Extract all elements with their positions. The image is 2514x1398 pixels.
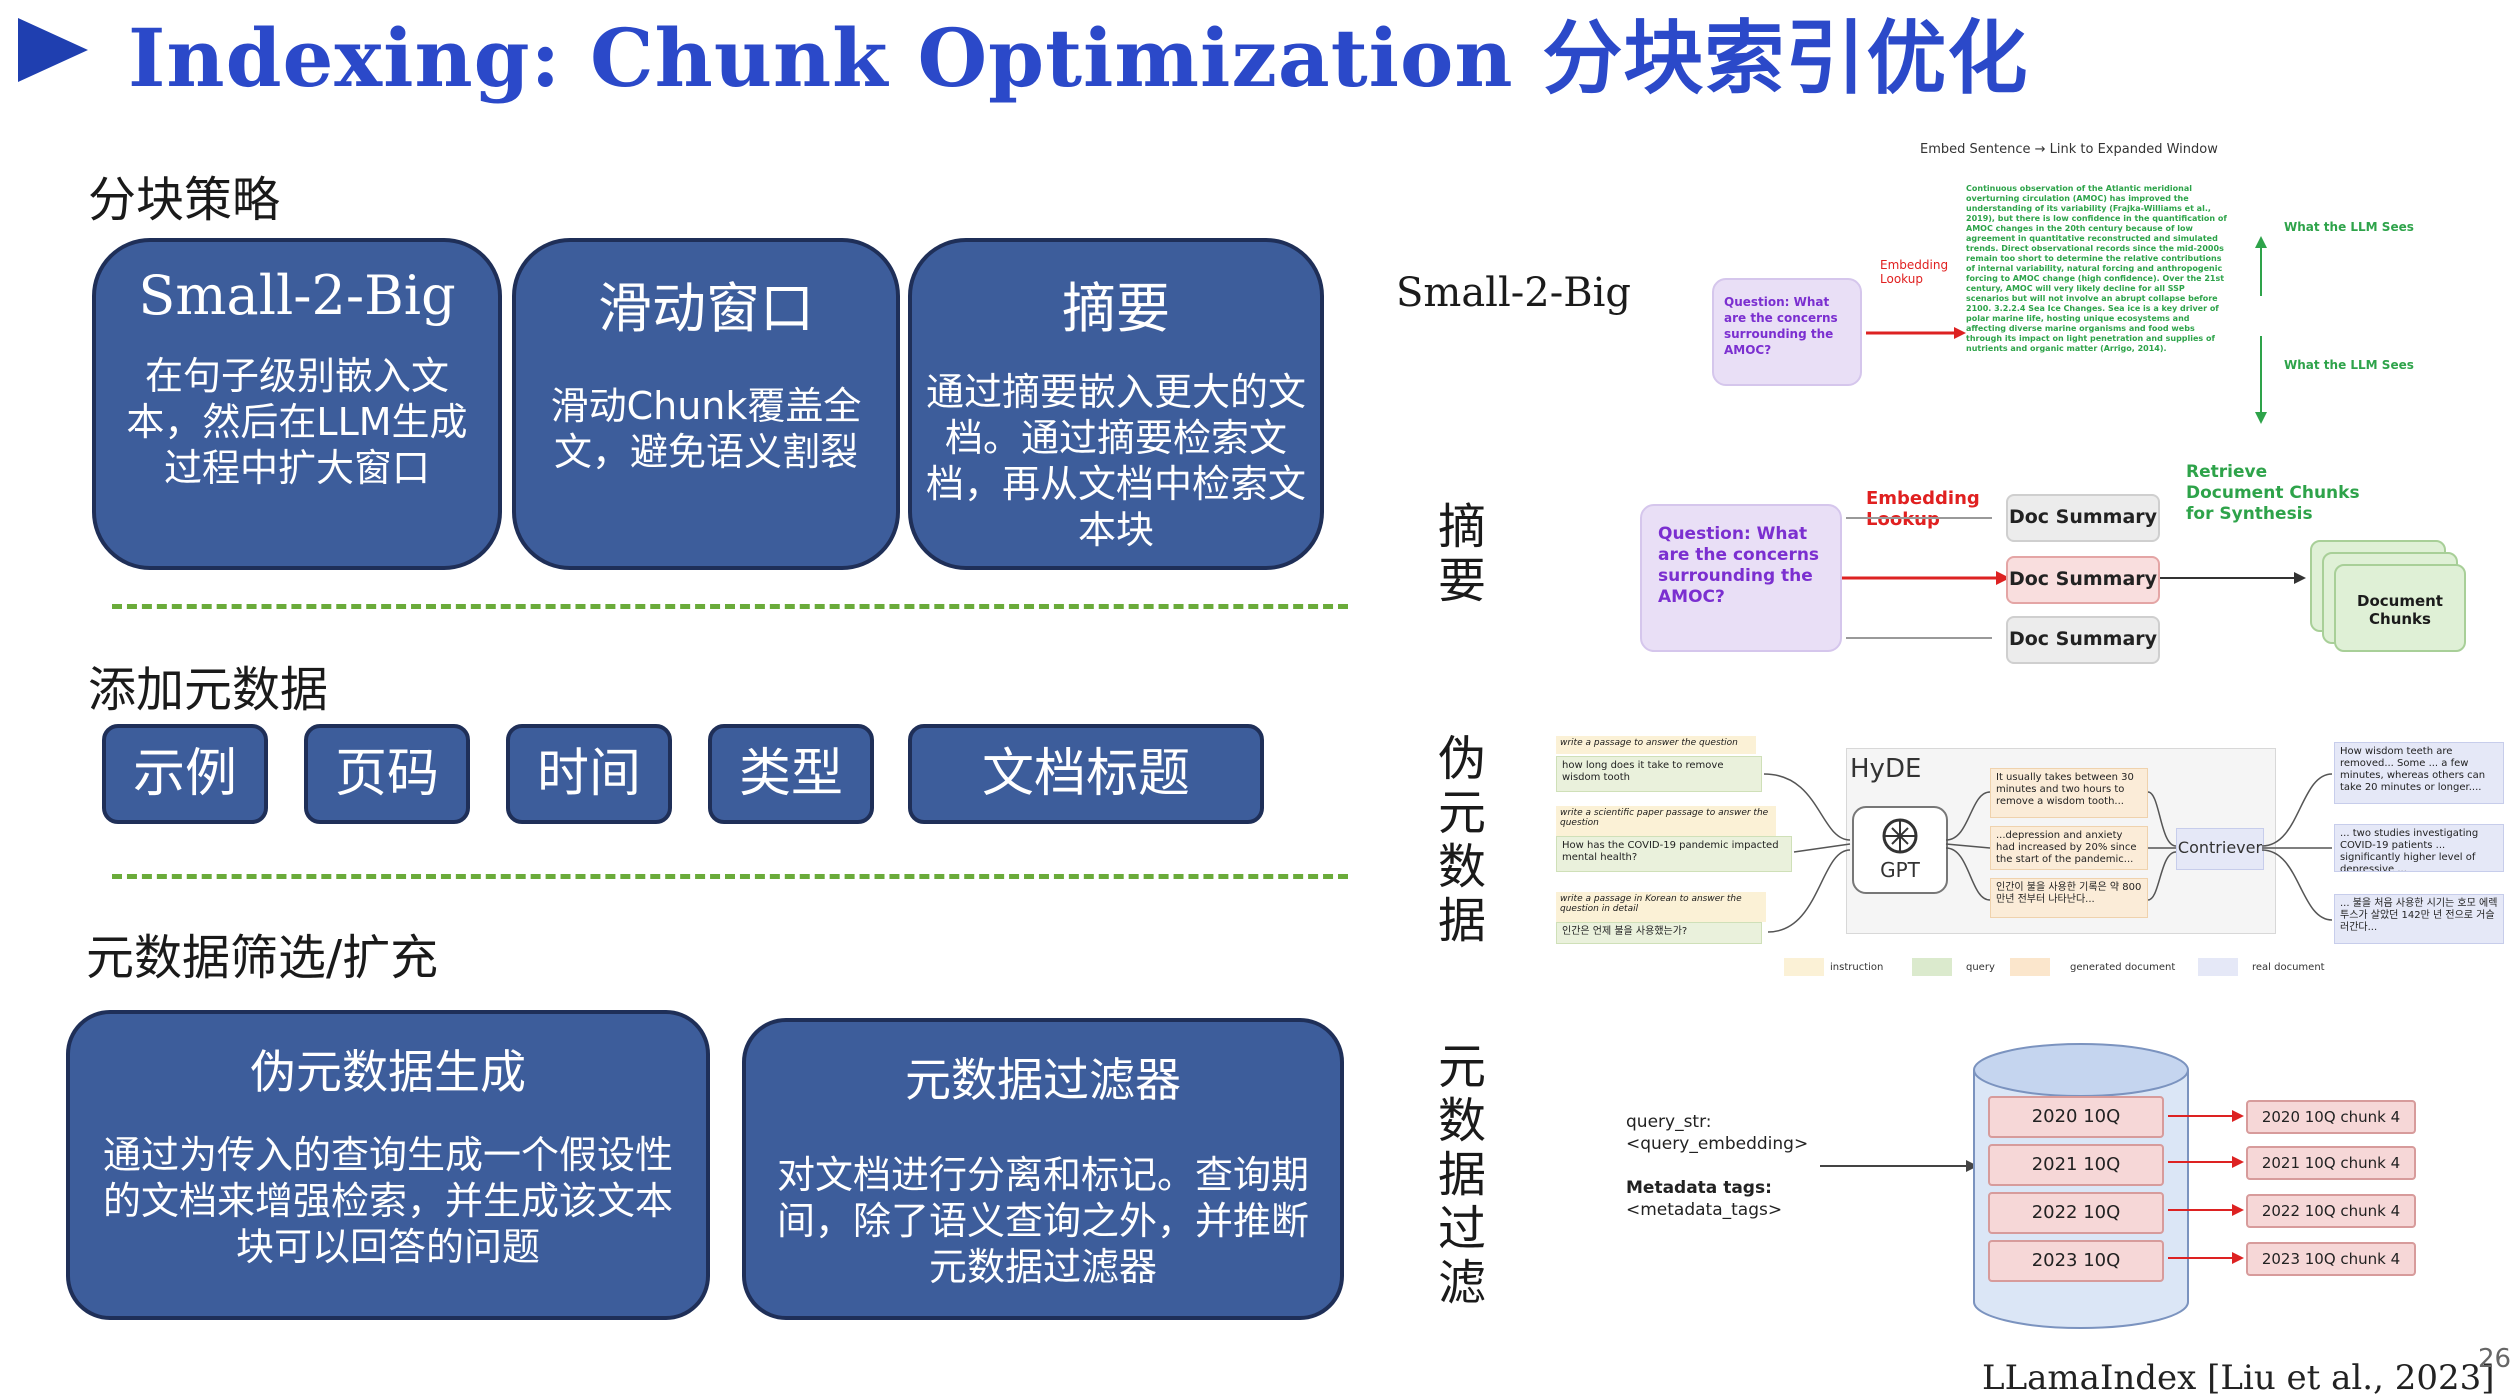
card-summary: 摘要 通过摘要嵌入更大的文档。通过摘要检索文档，再从文档中检索文本块 xyxy=(908,238,1324,570)
doc-summary-3: Doc Summary xyxy=(2006,616,2160,664)
section-add-metadata: 添加元数据 xyxy=(88,662,329,718)
section-chunk-strategy: 分块策略 xyxy=(88,172,281,228)
card-title: 伪元数据生成 xyxy=(250,1045,526,1099)
summary-lookup: Embedding Lookup xyxy=(1866,488,1980,530)
legend-swatch-real xyxy=(2198,958,2238,976)
legend-swatch-query xyxy=(1912,958,1952,976)
tag-page: 页码 xyxy=(304,724,470,824)
label-small-2-big: Small-2-Big xyxy=(1396,270,1632,316)
card-desc: 通过为传入的查询生成一个假设性的文档来增强检索，并生成该文本块可以回答的问题 xyxy=(102,1133,673,1269)
s2b-lookup: Embedding Lookup xyxy=(1880,258,1949,286)
meta-tags-value: <metadata_tags> xyxy=(1626,1200,1783,1220)
hyde-query-2: How has the COVID-19 pandemic impacted m… xyxy=(1556,836,1792,872)
hyde-instruction-1: write a passage to answer the question xyxy=(1556,736,1756,754)
hyde-connectors-icon xyxy=(1763,773,2333,933)
legend-generated: generated document xyxy=(2070,962,2176,973)
hyde-real-2: ... two studies investigating COVID-19 p… xyxy=(2334,824,2504,872)
tag-time: 时间 xyxy=(506,724,672,824)
s2b-passage: Continuous observation of the Atlantic m… xyxy=(1966,184,2227,353)
gpt-block: GPT xyxy=(1852,806,1948,894)
legend-query: query xyxy=(1966,962,1995,973)
card-desc: 通过摘要嵌入更大的文档。通过摘要检索文档，再从文档中检索文本块 xyxy=(926,370,1307,552)
tag-example: 示例 xyxy=(102,724,268,824)
card-desc: 滑动Chunk覆盖全文，避免语义割裂 xyxy=(550,384,862,474)
hyde-real-3: ... 불을 처음 사용한 시기는 호모 에렉투스가 살았던 142만 년 전으… xyxy=(2334,894,2504,944)
db-row-2023: 2023 10Q xyxy=(1988,1240,2164,1282)
openai-logo-icon xyxy=(1882,818,1918,854)
db-row-2021: 2021 10Q xyxy=(1988,1144,2164,1186)
section-metadata-filter: 元数据筛选/扩充 xyxy=(86,930,439,986)
card-pseudo-metadata: 伪元数据生成 通过为传入的查询生成一个假设性的文档来增强检索，并生成该文本块可以… xyxy=(66,1010,710,1320)
meta-query-embedding: <query_embedding> xyxy=(1626,1134,1809,1154)
hyde-query-1: how long does it take to remove wisdom t… xyxy=(1556,756,1762,792)
card-title: 滑动窗口 xyxy=(598,277,814,340)
page-number: 26 xyxy=(2478,1344,2512,1374)
card-sliding-window: 滑动窗口 滑动Chunk覆盖全文，避免语义割裂 xyxy=(512,238,900,570)
hyde-generated-3: 인간이 불을 사용한 기록은 약 800만년 전부터 나타난다... xyxy=(1990,878,2148,918)
card-title: 摘要 xyxy=(1062,277,1170,340)
tag-doc-title: 文档标题 xyxy=(908,724,1264,824)
tag-type: 类型 xyxy=(708,724,874,824)
summary-retrieve-arrow-icon xyxy=(2160,572,2306,584)
chunk-2021: 2021 10Q chunk 4 xyxy=(2246,1146,2416,1180)
legend-swatch-instruction xyxy=(1784,958,1824,976)
s2b-llm-sees-1: What the LLM Sees xyxy=(2284,220,2414,234)
doc-chunk-front: Document Chunks xyxy=(2334,564,2466,652)
meta-arrow-icon xyxy=(1820,1160,1978,1172)
db-row-2022: 2022 10Q xyxy=(1988,1192,2164,1234)
slide-title: Indexing: Chunk Optimization 分块索引优化 xyxy=(128,11,2029,105)
divider xyxy=(112,874,1348,879)
divider xyxy=(112,604,1348,609)
s2b-window-arrows-icon xyxy=(2255,236,2267,424)
s2b-header: Embed Sentence → Link to Expanded Window xyxy=(1920,142,2218,157)
hyde-instruction-3: write a passage in Korean to answer the … xyxy=(1556,892,1766,922)
legend-swatch-generated xyxy=(2010,958,2050,976)
meta-tags-label: Metadata tags: xyxy=(1626,1178,1772,1198)
citation: LLamaIndex [Liu et al., 2023] xyxy=(1982,1358,2495,1398)
title-arrow-icon xyxy=(18,18,88,82)
gpt-label: GPT xyxy=(1880,858,1920,882)
summary-arrows-icon xyxy=(1842,517,2010,639)
db-row-2020: 2020 10Q xyxy=(1988,1096,2164,1138)
card-title: 元数据过滤器 xyxy=(905,1053,1181,1107)
summary-question: Question: What are the concerns surround… xyxy=(1640,504,1842,652)
hyde-generated-1: It usually takes between 30 minutes and … xyxy=(1990,768,2148,818)
legend-instruction: instruction xyxy=(1830,962,1884,973)
contriever-block: Contriever xyxy=(2176,828,2264,870)
hyde-title: HyDE xyxy=(1850,754,1922,784)
card-title: Small-2-Big xyxy=(138,264,456,327)
db-row-arrows-icon xyxy=(2168,1110,2244,1264)
meta-query-str: query_str: xyxy=(1626,1112,1712,1132)
card-desc: 在句子级别嵌入文本，然后在LLM生成过程中扩大窗口 xyxy=(126,354,468,490)
label-summary: 摘要 xyxy=(1437,499,1486,609)
label-metadata-filter: 元数据过滤 xyxy=(1437,1039,1486,1311)
s2b-arrow-icon xyxy=(1866,327,1966,339)
s2b-llm-sees-2: What the LLM Sees xyxy=(2284,358,2414,372)
chunk-2022: 2022 10Q chunk 4 xyxy=(2246,1194,2416,1228)
s2b-question: Question: What are the concerns surround… xyxy=(1712,278,1862,386)
card-small-2-big: Small-2-Big 在句子级别嵌入文本，然后在LLM生成过程中扩大窗口 xyxy=(92,238,502,570)
summary-retrieve-label: Retrieve Document Chunks for Synthesis xyxy=(2186,462,2360,524)
legend-real: real document xyxy=(2252,962,2325,973)
hyde-real-1: How wisdom teeth are removed... Some ...… xyxy=(2334,742,2504,804)
card-desc: 对文档进行分离和标记。查询期间，除了语义查询之外，并推断元数据过滤器 xyxy=(776,1153,1309,1289)
hyde-query-3: 인간은 언제 불을 사용했는가? xyxy=(1556,922,1762,944)
hyde-generated-2: ...depression and anxiety had increased … xyxy=(1990,826,2148,870)
hyde-instruction-2: write a scientific paper passage to answ… xyxy=(1556,806,1776,836)
chunk-2020: 2020 10Q chunk 4 xyxy=(2246,1100,2416,1134)
doc-summary-2: Doc Summary xyxy=(2006,556,2160,604)
doc-summary-1: Doc Summary xyxy=(2006,494,2160,542)
chunk-2023: 2023 10Q chunk 4 xyxy=(2246,1242,2416,1276)
label-pseudo-metadata: 伪元数据 xyxy=(1437,731,1486,949)
card-metadata-filter: 元数据过滤器 对文档进行分离和标记。查询期间，除了语义查询之外，并推断元数据过滤… xyxy=(742,1018,1344,1320)
